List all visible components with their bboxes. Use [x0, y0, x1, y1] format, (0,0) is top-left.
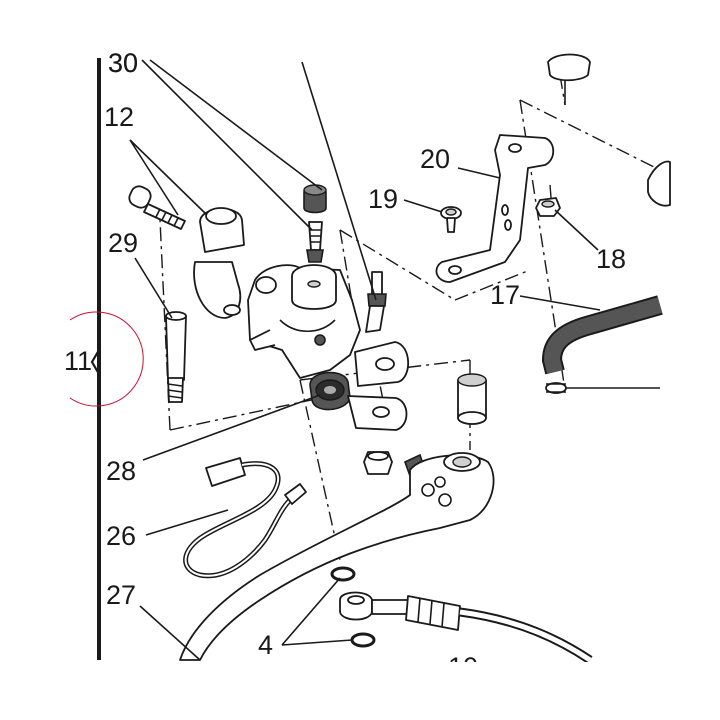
leader-line	[142, 394, 321, 461]
leader-line	[301, 61, 377, 301]
highlight-circle-marker	[69, 311, 144, 407]
label-4: 4	[258, 630, 273, 660]
dash-line	[339, 229, 456, 301]
nut-18	[535, 197, 561, 217]
leader-line	[457, 167, 501, 179]
brake-line-fitting	[339, 591, 593, 664]
label-17: 17	[490, 280, 520, 310]
label-18: 18	[596, 244, 626, 274]
bottom-crop	[0, 662, 720, 720]
leader-line	[403, 199, 443, 213]
label-12: 12	[104, 102, 134, 132]
label-19: 19	[368, 184, 398, 214]
label-11: 11	[64, 346, 92, 376]
leader-line	[139, 605, 201, 661]
reservoir-hose-17	[541, 295, 663, 394]
leader-line	[149, 59, 323, 191]
leader-line	[281, 577, 341, 646]
leader-line	[134, 257, 173, 319]
dash-line	[299, 379, 341, 561]
pivot-bracket	[347, 341, 410, 431]
brake-lever	[179, 452, 495, 661]
leader-line	[519, 295, 601, 311]
top-crop	[0, 0, 720, 48]
cap-30	[303, 184, 327, 214]
leader-line	[554, 209, 599, 251]
label-28: 28	[106, 456, 136, 486]
label-27: 27	[106, 580, 136, 610]
bleed-valve-30	[306, 221, 324, 263]
nut	[363, 451, 393, 475]
pin-29	[165, 311, 187, 403]
sensor-wire-26	[183, 457, 307, 579]
label-30: 30	[108, 48, 138, 78]
label-20: 20	[420, 144, 450, 174]
screw-19	[440, 206, 462, 233]
leader-line	[281, 639, 353, 646]
mounting-bracket-20	[435, 134, 555, 283]
master-cylinder-body	[247, 264, 361, 379]
label-29: 29	[108, 228, 138, 258]
bolt-12	[128, 185, 186, 230]
sleeve	[457, 373, 487, 425]
clamp-bracket	[193, 207, 245, 319]
dash-line	[454, 269, 531, 301]
label-30-overlay: 30	[108, 48, 138, 78]
leader-line	[141, 59, 313, 231]
leader-line	[129, 139, 179, 216]
dash-line	[169, 394, 336, 431]
leader-line	[145, 509, 229, 536]
reservoir-cap	[547, 53, 671, 207]
bracket-notch	[90, 349, 100, 375]
bushing-28	[309, 371, 351, 411]
leader-line	[129, 139, 208, 216]
label-26: 26	[106, 521, 136, 551]
washer-4	[330, 566, 376, 648]
hose-stub	[365, 271, 387, 333]
